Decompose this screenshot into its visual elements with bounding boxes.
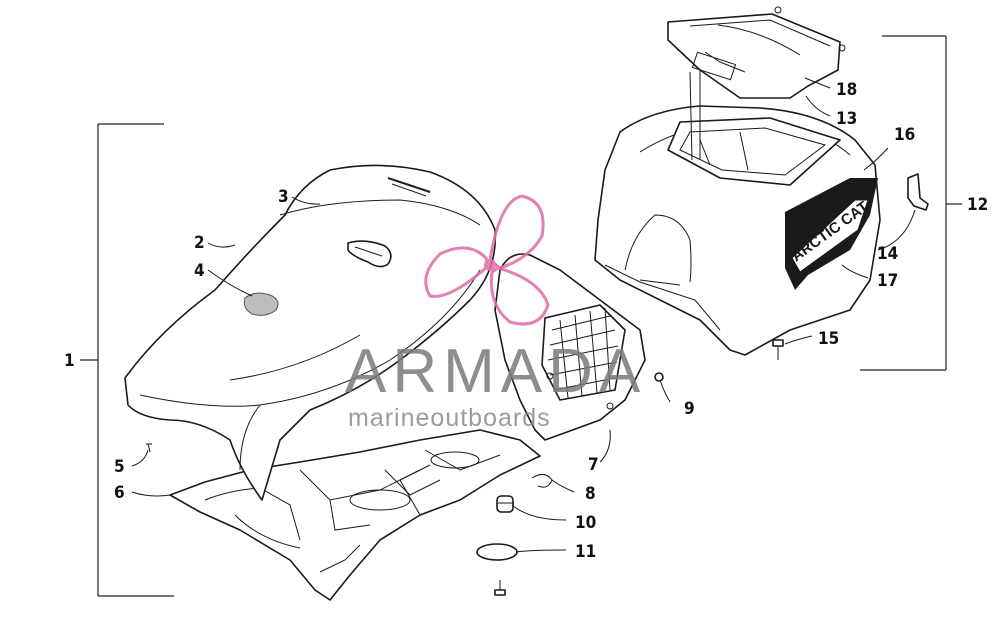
callout-13: 13 bbox=[836, 109, 857, 129]
bumper-10 bbox=[496, 495, 514, 513]
side-panel bbox=[494, 253, 646, 441]
cargo-net bbox=[547, 307, 619, 399]
callout-8: 8 bbox=[585, 484, 596, 504]
callout-12: 12 bbox=[967, 195, 988, 215]
callout-4: 4 bbox=[194, 261, 205, 281]
callout-14: 14 bbox=[877, 244, 898, 264]
bolt-9 bbox=[654, 372, 664, 382]
screw-11 bbox=[494, 580, 506, 596]
callout-18: 18 bbox=[836, 80, 857, 100]
seat-emblem bbox=[243, 292, 279, 316]
callout-16: 16 bbox=[894, 125, 915, 145]
callout-11: 11 bbox=[575, 542, 596, 562]
callout-10: 10 bbox=[575, 513, 596, 533]
lid-latch-13 bbox=[689, 70, 701, 161]
seat-base bbox=[169, 429, 541, 601]
trunk-lid bbox=[667, 6, 846, 99]
callout-3: 3 bbox=[278, 187, 289, 207]
callout-2: 2 bbox=[194, 233, 205, 253]
seat-handle bbox=[347, 240, 392, 268]
watermark-title: ARMADA bbox=[345, 337, 646, 406]
hook-14 bbox=[907, 173, 929, 211]
seat-body bbox=[124, 164, 497, 501]
callout-7: 7 bbox=[588, 455, 599, 475]
callout-6: 6 bbox=[114, 483, 125, 503]
screw-5 bbox=[146, 443, 152, 453]
bracket-1 bbox=[80, 123, 174, 597]
watermark: ARMADA marineoutboards bbox=[345, 194, 646, 432]
callout-1: 1 bbox=[64, 351, 75, 371]
leader-lines bbox=[131, 77, 916, 553]
propeller-logo-icon bbox=[424, 194, 550, 326]
callout-17: 17 bbox=[877, 271, 898, 291]
bracket-12 bbox=[860, 35, 962, 371]
rear-trunk bbox=[594, 105, 881, 356]
watermark-subtitle: marineoutboards bbox=[348, 404, 551, 432]
callout-labels: 1 2 3 4 5 6 7 8 9 10 11 12 13 14 15 16 1… bbox=[64, 80, 988, 562]
bolt-15 bbox=[772, 339, 784, 360]
callout-5: 5 bbox=[114, 457, 125, 477]
callout-9: 9 bbox=[684, 399, 695, 419]
clip-8 bbox=[531, 474, 553, 488]
seat-top-logo bbox=[387, 177, 431, 197]
callout-15: 15 bbox=[818, 329, 839, 349]
washer-11 bbox=[476, 543, 518, 561]
